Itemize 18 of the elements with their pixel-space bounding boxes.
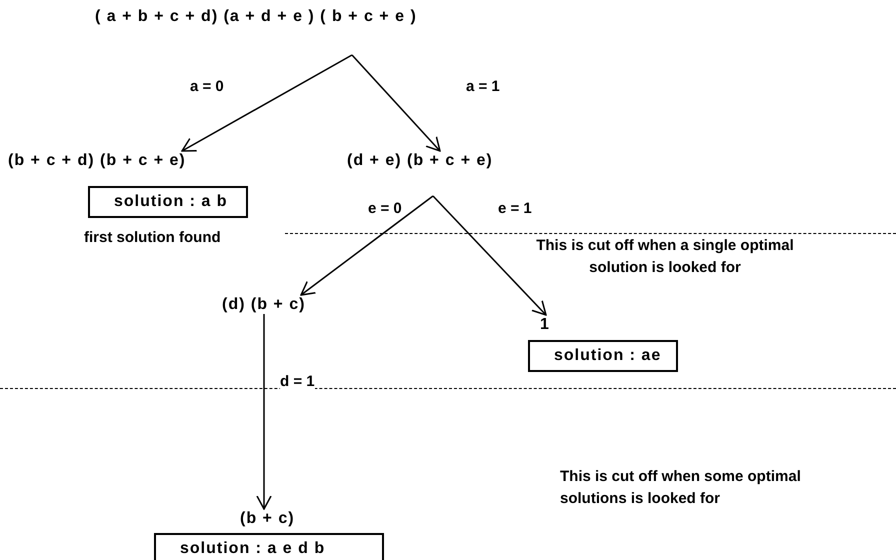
arrow <box>351 54 441 152</box>
note-text: first solution found <box>84 228 222 248</box>
expression-text: ( a + b + c + d) (a + d + e ) ( b + c + e ) <box>95 8 417 26</box>
expression-text: (d) (b + c) <box>222 296 306 314</box>
arrow <box>300 195 434 296</box>
arrow <box>432 195 547 316</box>
edge-label: d = 1 <box>280 373 315 390</box>
expression-text: 1 <box>540 316 550 334</box>
arrow <box>256 314 272 510</box>
expression-text: (b + c + d) (b + c + e) <box>8 152 186 170</box>
solution-box: solution : a e d b <box>154 533 384 560</box>
solution-box: solution : a b <box>88 186 248 218</box>
note-text: This is cut off when a single optimal solution is looked for <box>535 236 795 278</box>
solution-box: solution : ae <box>528 340 678 372</box>
expression-text: (d + e) (b + c + e) <box>347 152 493 170</box>
note-text: This is cut off when some optimal solutions is looked for <box>560 467 802 509</box>
expression-text: (b + c) <box>240 510 295 528</box>
arrow <box>181 54 352 152</box>
